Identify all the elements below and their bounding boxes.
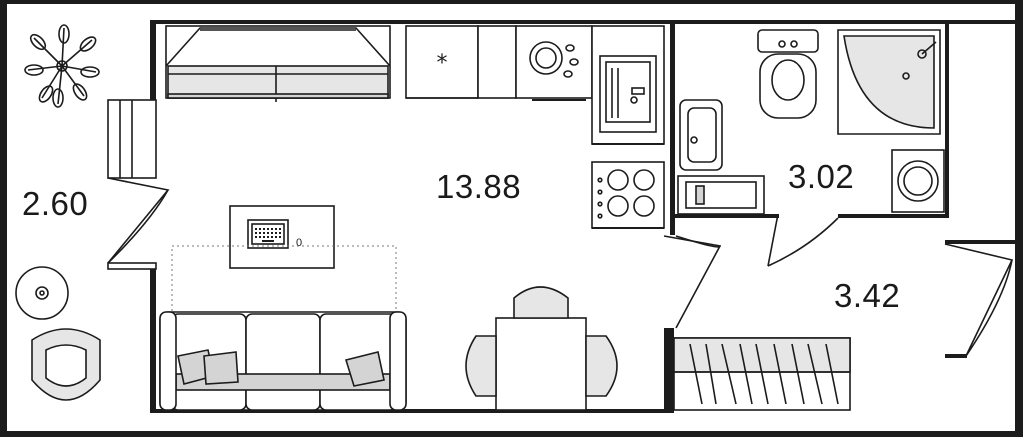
cabinet-icon — [677, 175, 765, 215]
kitchen: * — [165, 25, 665, 229]
shower-icon — [837, 29, 941, 135]
washing-machine-icon — [891, 149, 945, 213]
room-area-label: 13.88 — [436, 168, 522, 205]
armchair-icon — [31, 328, 101, 401]
hallway — [663, 235, 1014, 411]
bathroom — [677, 29, 945, 267]
svg-text:*: * — [437, 51, 448, 76]
dining-table-icon — [465, 286, 618, 411]
laptop-icon: 0 — [247, 219, 302, 249]
bathroom-area-label: 3.02 — [788, 158, 855, 195]
hallway-area-label: 3.42 — [834, 277, 901, 314]
washbasin-icon — [679, 99, 723, 171]
balcony-area-label: 2.60 — [22, 185, 89, 222]
round-table-icon — [15, 266, 69, 320]
wardrobe-unit — [165, 25, 391, 102]
toilet-icon — [757, 29, 819, 119]
plant-icon — [24, 24, 100, 108]
hall-wardrobe — [673, 337, 851, 411]
stove-icon — [591, 161, 665, 229]
sofa-icon — [159, 311, 407, 411]
dishwasher-icon — [515, 25, 593, 101]
kitchen-sink-icon — [591, 25, 665, 145]
laptop-badge: 0 — [296, 237, 302, 249]
living-room: 0 — [159, 205, 618, 411]
balcony-furniture — [15, 24, 101, 401]
fridge-icon: * — [405, 25, 479, 99]
